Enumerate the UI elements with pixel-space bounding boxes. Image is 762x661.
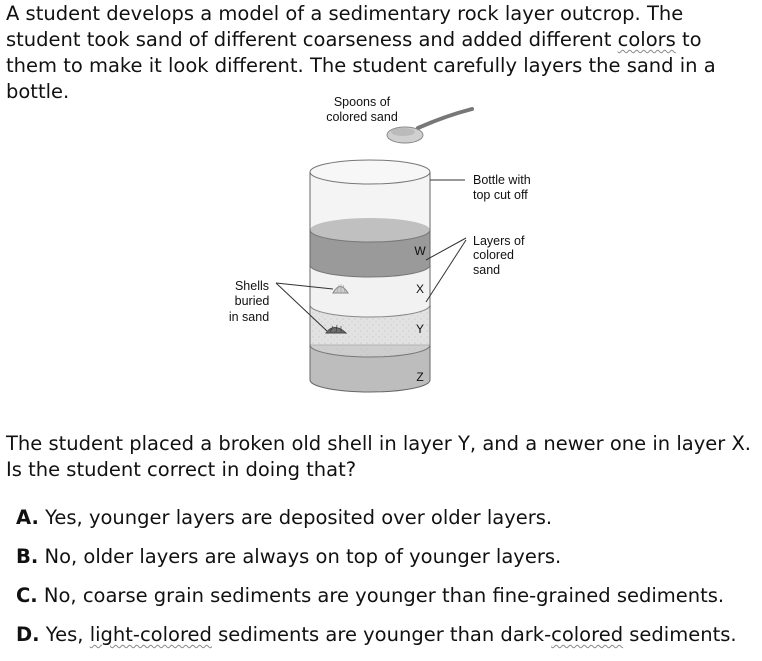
- bottle: [309, 159, 431, 393]
- option-text: sediments are younger than dark-: [211, 623, 552, 646]
- layer-y-label: Y: [416, 322, 424, 336]
- question-text: The student placed a broken old shell in…: [6, 432, 752, 481]
- layers-label-line2: colored: [473, 248, 514, 262]
- option-text: No, coarse grain sediments are younger t…: [37, 584, 725, 607]
- option-letter: B.: [16, 545, 39, 568]
- option-c[interactable]: C. No, coarse grain sediments are younge…: [16, 583, 756, 622]
- answer-options: A. Yes, younger layers are deposited ove…: [16, 505, 756, 661]
- option-spellcheck-word: colored: [551, 623, 624, 646]
- bottle-label-line2: top cut off: [473, 188, 528, 202]
- intro-paragraph: A student develops a model of a sediment…: [6, 1, 758, 105]
- intro-text-part1: A student develops a model of a sediment…: [6, 2, 684, 51]
- option-a[interactable]: A. Yes, younger layers are deposited ove…: [16, 505, 756, 544]
- layer-x-label: X: [416, 282, 424, 296]
- layer-w-label: W: [414, 244, 426, 258]
- option-text: Yes, younger layers are deposited over o…: [38, 506, 553, 529]
- intro-spellcheck-word: colors: [617, 28, 676, 51]
- shells-label-line1: Shells: [235, 279, 269, 293]
- option-text: No, older layers are always on top of yo…: [38, 545, 562, 568]
- shell-icon-y: [325, 324, 348, 334]
- option-spellcheck-word: light-colored: [89, 623, 212, 646]
- option-letter: C.: [16, 584, 38, 607]
- option-b[interactable]: B. No, older layers are always on top of…: [16, 544, 756, 583]
- spoons-label-line1: Spoons of: [334, 95, 391, 109]
- option-text: Yes,: [39, 623, 90, 646]
- sand-bottle-figure: Spoons of colored sand W X Y Z: [229, 95, 531, 393]
- spoon-icon: [386, 107, 474, 144]
- bottle-label-line1: Bottle with: [473, 173, 531, 187]
- option-letter: D.: [16, 623, 40, 646]
- option-d[interactable]: D. Yes, light-colored sediments are youn…: [16, 622, 756, 661]
- shells-label-line2: buried: [235, 294, 270, 308]
- layers-label-line3: sand: [473, 263, 500, 277]
- layer-z-label: Z: [416, 370, 423, 384]
- option-letter: A.: [16, 506, 39, 529]
- shells-label-line3: in sand: [229, 310, 269, 324]
- option-text: sediments.: [623, 623, 737, 646]
- spoons-label-line2: colored sand: [326, 110, 398, 124]
- shell-icon-x: [332, 284, 349, 294]
- intro-text-part2: to them to make it look different. The s…: [6, 28, 716, 103]
- layers-label-line1: Layers of: [473, 234, 525, 248]
